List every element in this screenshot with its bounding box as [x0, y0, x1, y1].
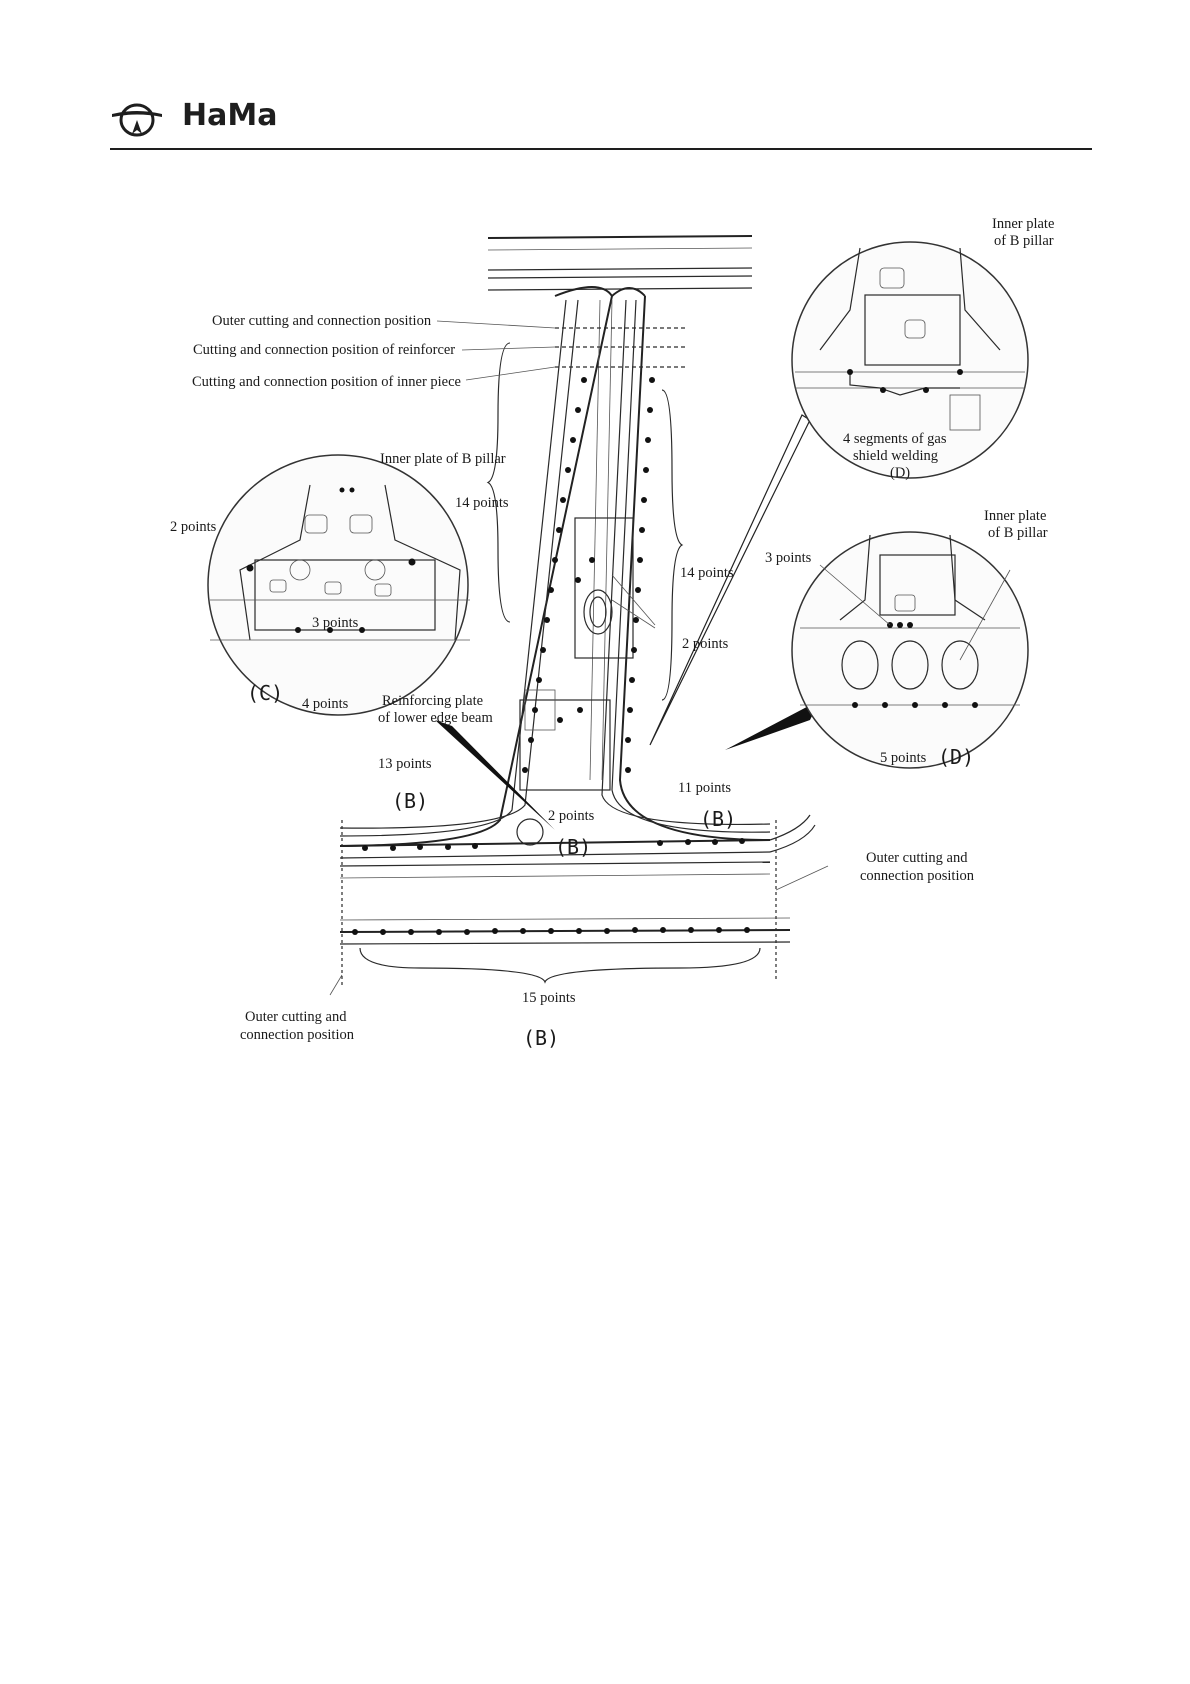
label-outer-cut-right-1: Outer cutting and	[866, 850, 968, 866]
label-gas-weld-1: 4 segments of gas	[843, 431, 947, 447]
label-detail-b-bottom: (B)	[523, 1026, 559, 1050]
brand-logo-text: HaMa	[182, 98, 278, 133]
b-pillar-body	[339, 286, 771, 847]
label-two-points-lower: 2 points	[548, 808, 595, 824]
label-reinforcing-plate-2: of lower edge beam	[378, 710, 493, 726]
label-reinforcing-plate-1: Reinforcing plate	[382, 693, 483, 709]
label-three-points-c: 3 points	[312, 615, 359, 631]
label-three-points-d: 3 points	[765, 550, 812, 566]
label-inner-plate-c: Inner plate of B pillar	[380, 451, 506, 467]
label-inner-piece-cut: Cutting and connection position of inner…	[192, 374, 461, 390]
label-outer-cut-top: Outer cutting and connection position	[212, 313, 432, 329]
page-header: HaMa	[110, 96, 1090, 146]
label-detail-b-center: (B)	[555, 835, 591, 859]
detail-d-mid-circle	[791, 531, 1029, 769]
b-pillar-welding-diagram: Outer cutting and connection position Cu…	[170, 216, 1054, 1050]
label-fourteen-left: 14 points	[455, 495, 509, 511]
roof-rail	[487, 235, 753, 291]
label-inner-plate-mid-2: of B pillar	[988, 525, 1048, 541]
label-thirteen-points: 13 points	[378, 756, 432, 772]
detail-d-top-circle	[791, 241, 1029, 479]
label-detail-c: (C)	[247, 681, 283, 705]
diagram-labels: Outer cutting and connection position Cu…	[170, 216, 1054, 1050]
label-inner-plate-mid-1: Inner plate	[984, 508, 1046, 524]
label-outer-cut-right-2: connection position	[860, 868, 975, 884]
label-eleven-points: 11 points	[678, 780, 731, 796]
haima-logo-icon	[112, 103, 162, 137]
label-inner-plate-top-2: of B pillar	[994, 233, 1054, 249]
label-two-points-center: 2 points	[682, 636, 729, 652]
header-divider	[110, 148, 1092, 150]
label-detail-d: (D)	[938, 745, 974, 769]
label-inner-plate-top-1: Inner plate	[992, 216, 1054, 232]
weld-points	[352, 377, 750, 935]
cutting-lines	[341, 327, 777, 985]
label-four-points-c: 4 points	[302, 696, 349, 712]
label-two-points-c: 2 points	[170, 519, 217, 535]
label-reinforcer-cut: Cutting and connection position of reinf…	[193, 342, 455, 358]
label-outer-cut-left-2: connection position	[240, 1027, 355, 1043]
label-detail-b-right: (B)	[700, 807, 736, 831]
rocker-sill	[339, 814, 816, 945]
detail-c-circle	[207, 454, 470, 716]
label-detail-b-left: (B)	[392, 789, 428, 813]
label-five-points-d: 5 points	[880, 750, 927, 766]
label-fifteen-points: 15 points	[522, 990, 576, 1006]
label-gas-weld-3: (D)	[890, 465, 910, 481]
label-gas-weld-2: shield welding	[853, 448, 938, 464]
label-fourteen-right: 14 points	[680, 565, 734, 581]
label-outer-cut-left-1: Outer cutting and	[245, 1009, 347, 1025]
